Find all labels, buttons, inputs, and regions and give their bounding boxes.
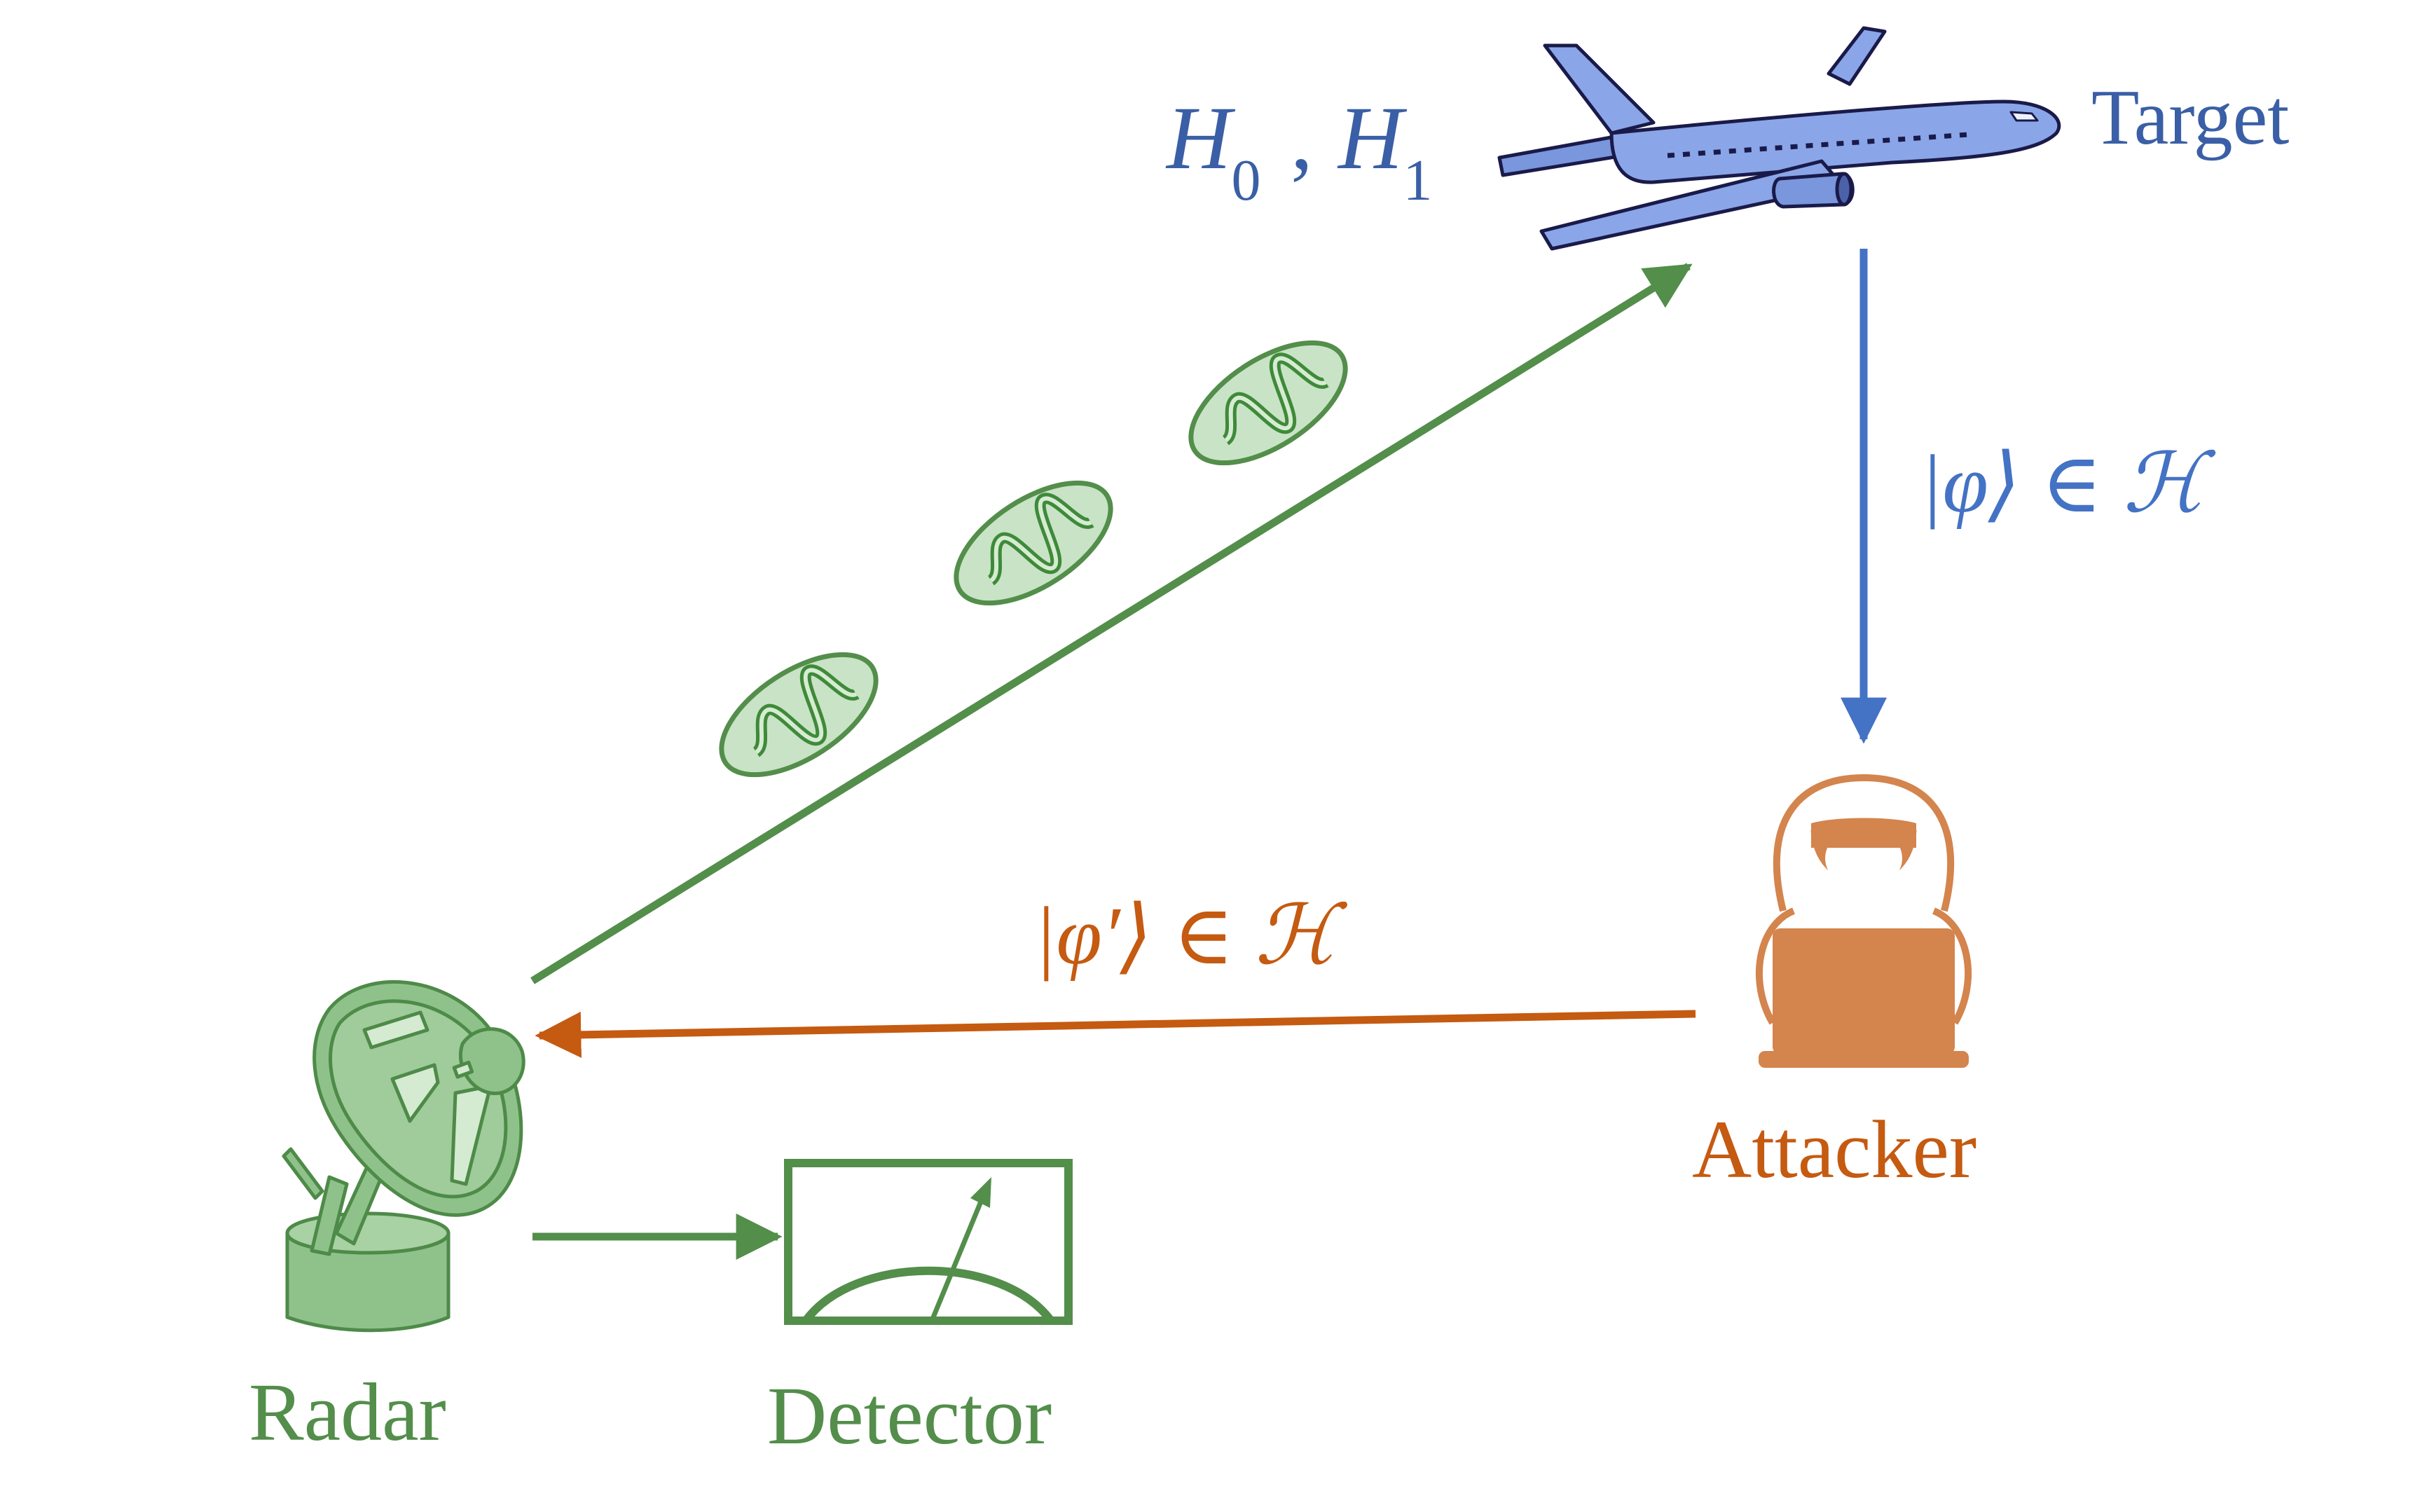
hypothesis-separator: ,: [1291, 88, 1313, 188]
hypothesis-h1-label: H1: [1337, 88, 1432, 213]
radar-to-target-arrow: [530, 263, 1693, 984]
state-attacker-label: |φ′⟩ ∈ ℋ: [1033, 890, 1348, 982]
meter-gauge-icon: [784, 1159, 1073, 1325]
hypothesis-h0-label: H0: [1165, 88, 1260, 213]
wave-packet-icon: [719, 652, 879, 778]
attacker-label: Attacker: [1692, 1104, 1976, 1195]
radar-dish-icon: [282, 980, 525, 1333]
detector-label: Detector: [767, 1370, 1052, 1462]
state-target-label: |φ⟩ ∈ ℋ: [1920, 438, 2216, 530]
hooded-hacker-icon: [1756, 774, 1972, 1068]
wave-packet-icon: [954, 480, 1113, 606]
radar-label: Radar: [249, 1366, 446, 1458]
target-label: Target: [2091, 74, 2289, 161]
attacker-to-radar-arrow: [535, 1010, 1696, 1058]
wave-packet-icon: [1188, 340, 1348, 466]
airplane-icon: [1497, 26, 2061, 251]
